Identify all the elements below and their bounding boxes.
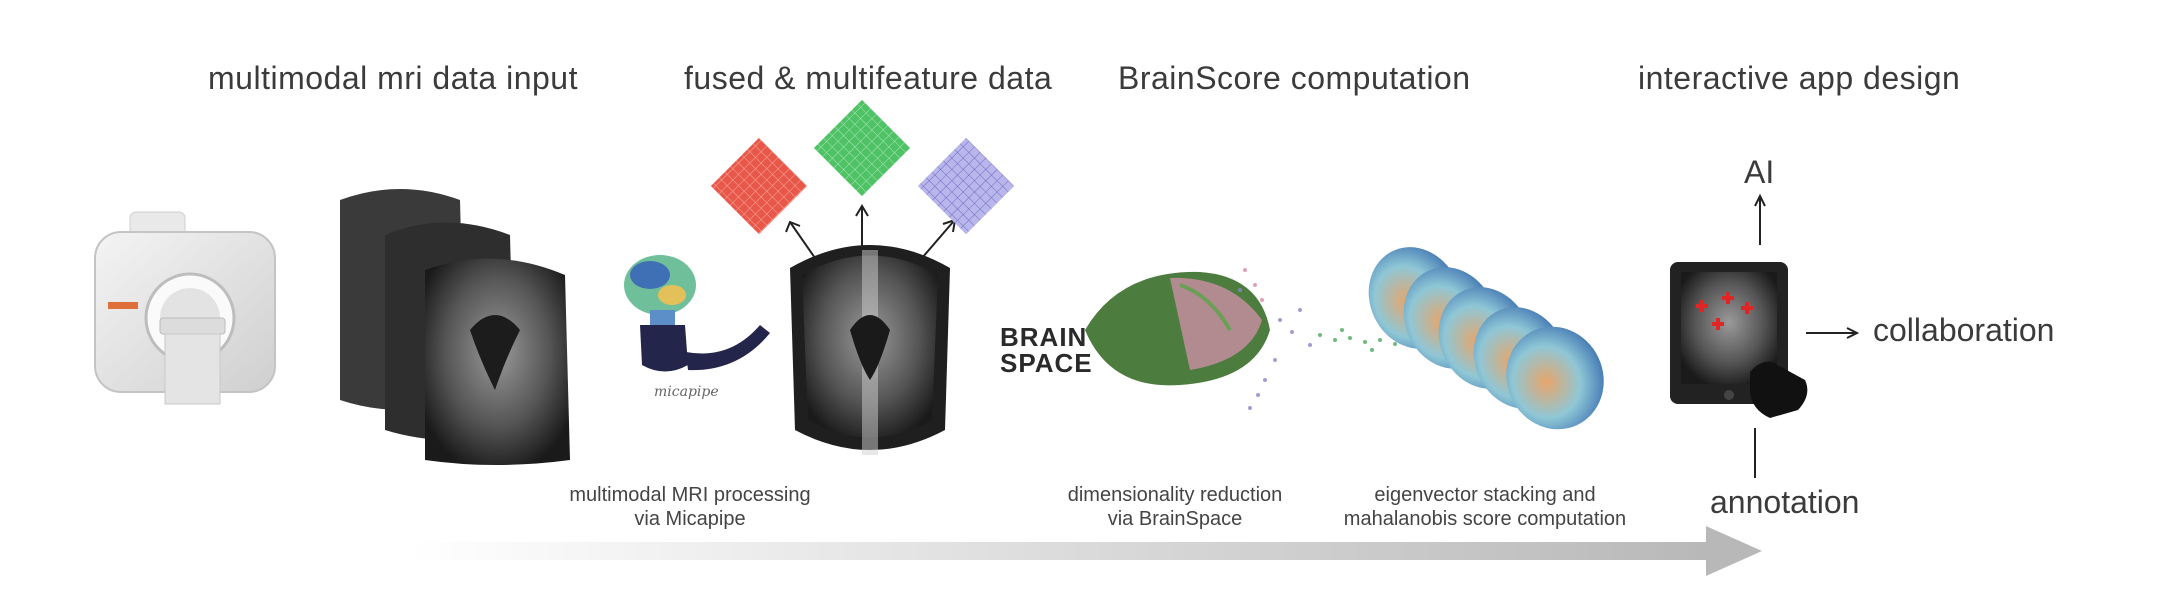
caption-micapipe-line1: multimodal MRI processing — [569, 484, 811, 506]
red-matrix-image — [710, 137, 808, 235]
mri-slices-stack — [340, 189, 570, 465]
caption-brainspace-line1: dimensionality reduction — [1067, 484, 1283, 506]
caption-eigenvector-line2: mahalanobis score computation — [1343, 508, 1627, 530]
brainspace-logo-line1: BRAIN — [1000, 322, 1088, 352]
brainspace-logo-text: BRAIN SPACE — [1000, 324, 1093, 376]
caption-eigenvector: eigenvector stacking and mahalanobis sco… — [1330, 483, 1640, 531]
tablet-image — [1670, 262, 1808, 418]
fused-brain-image — [790, 245, 950, 455]
header-fused-data: fused & multifeature data — [684, 60, 1053, 96]
caption-brainspace: dimensionality reduction via BrainSpace — [1025, 483, 1325, 531]
caption-micapipe: multimodal MRI processing via Micapipe — [540, 483, 840, 531]
mri-scanner-image — [94, 211, 276, 405]
green-matrix-image — [813, 99, 911, 197]
caption-eigenvector-line1: eigenvector stacking and — [1374, 484, 1596, 506]
caption-micapipe-line2: via Micapipe — [634, 508, 746, 530]
brainspace-brain-image — [1085, 268, 1410, 410]
header-app-design: interactive app design — [1638, 60, 1961, 96]
app-arrows — [1754, 193, 1860, 478]
label-ai: AI — [1744, 154, 1775, 190]
label-annotation: annotation — [1710, 484, 1860, 520]
eigenvector-cortex-stack — [1368, 247, 1604, 430]
header-brainscore: BrainScore computation — [1118, 60, 1471, 96]
pipeline-arrow — [410, 526, 1762, 576]
micapipe-logo-text: micapipe — [654, 384, 719, 400]
caption-brainspace-line2: via BrainSpace — [1107, 508, 1243, 530]
micapipe-logo-image — [624, 255, 770, 372]
label-collaboration: collaboration — [1873, 312, 2055, 348]
purple-matrix-image — [917, 137, 1015, 235]
header-multimodal-input: multimodal mri data input — [208, 60, 578, 96]
brainspace-logo-line2: SPACE — [1000, 348, 1093, 378]
